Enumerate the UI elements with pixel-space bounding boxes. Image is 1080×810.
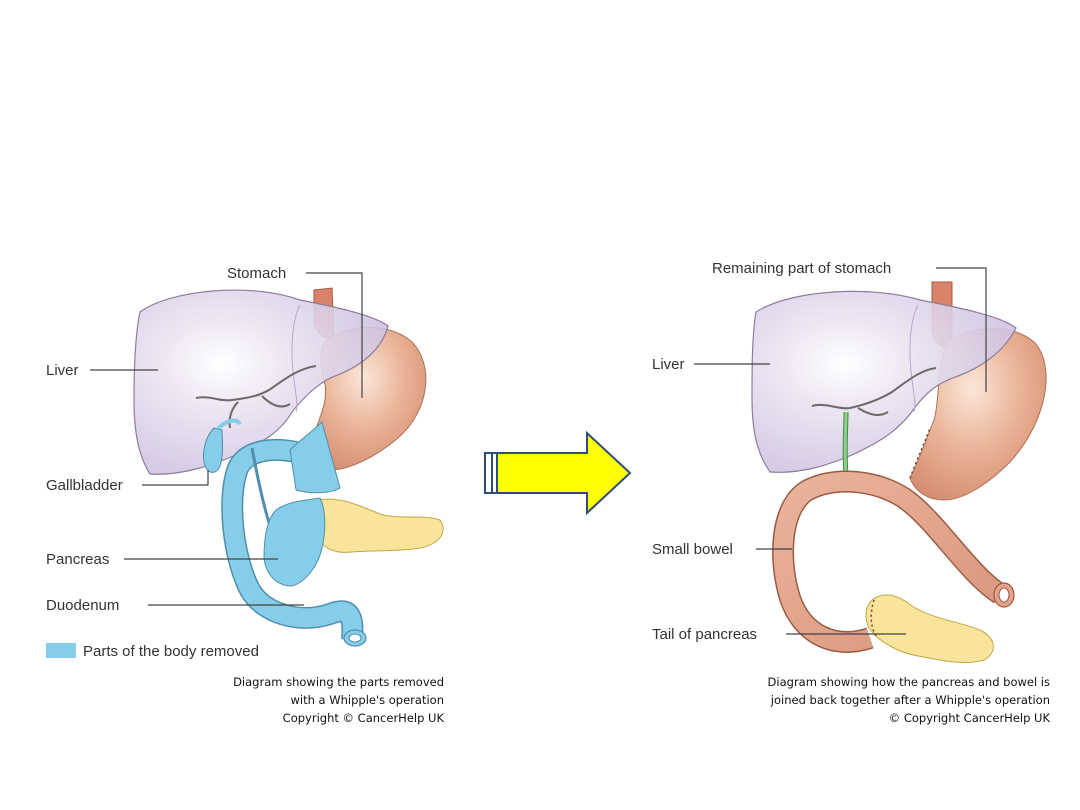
label-right-liver: Liver: [652, 356, 685, 373]
right-vessels: [811, 367, 937, 416]
arrow-right-icon: [484, 430, 632, 516]
label-pancreas: Pancreas: [46, 551, 109, 568]
arrow-body: [496, 430, 632, 516]
left-pancreas-head: [263, 497, 326, 587]
left-stomach-removed: [289, 421, 341, 494]
left-gallbladder: [203, 427, 223, 473]
right-bowel-lumen: [998, 587, 1010, 603]
right-bile-duct-inner: [843, 411, 848, 475]
left-duodenum-lumen: [348, 633, 362, 643]
label-remaining-stomach: Remaining part of stomach: [712, 260, 891, 277]
left-stomach-leader: [306, 272, 363, 398]
right-small-bowel: [773, 472, 1006, 652]
left-caption-line-2: with a Whipple's operation: [290, 693, 444, 707]
label-small-bowel: Small bowel: [652, 541, 733, 558]
left-liver: [133, 289, 389, 475]
left-liver-fissure: [291, 304, 301, 413]
right-caption-line-3: © Copyright CancerHelp UK: [889, 711, 1051, 725]
left-duodenum-fill: [222, 440, 362, 641]
arrow-tail-bar-outer: [484, 452, 493, 494]
left-vessels: [195, 365, 317, 429]
left-diagram: Stomach Liver Gallbladder Pancreas Duode…: [46, 265, 444, 725]
left-caption-line-3: Copyright © CancerHelp UK: [283, 711, 445, 725]
right-pancreas-tail: [865, 594, 994, 664]
label-gallbladder: Gallbladder: [46, 477, 123, 494]
left-cystic-duct: [216, 418, 242, 430]
left-caption-line-1: Diagram showing the parts removed: [233, 675, 444, 689]
right-stomach-staples: [909, 427, 931, 479]
left-gallbladder-leader: [142, 470, 209, 486]
label-duodenum: Duodenum: [46, 597, 119, 614]
right-liver: [751, 290, 1017, 473]
legend-swatch-removed: [46, 643, 76, 658]
label-stomach: Stomach: [227, 265, 286, 282]
right-stomach-leader: [936, 267, 987, 392]
right-diagram: Remaining part of stomach Liver Small bo…: [652, 260, 1050, 725]
right-caption-line-2: joined back together after a Whipple's o…: [770, 693, 1050, 707]
right-caption-line-1: Diagram showing how the pancreas and bow…: [768, 675, 1050, 689]
left-pancreas-tail: [317, 498, 444, 553]
legend-removed-label: Parts of the body removed: [83, 643, 259, 660]
label-liver: Liver: [46, 362, 79, 379]
right-liver-fissure: [909, 304, 919, 413]
label-tail-of-pancreas: Tail of pancreas: [652, 626, 757, 643]
